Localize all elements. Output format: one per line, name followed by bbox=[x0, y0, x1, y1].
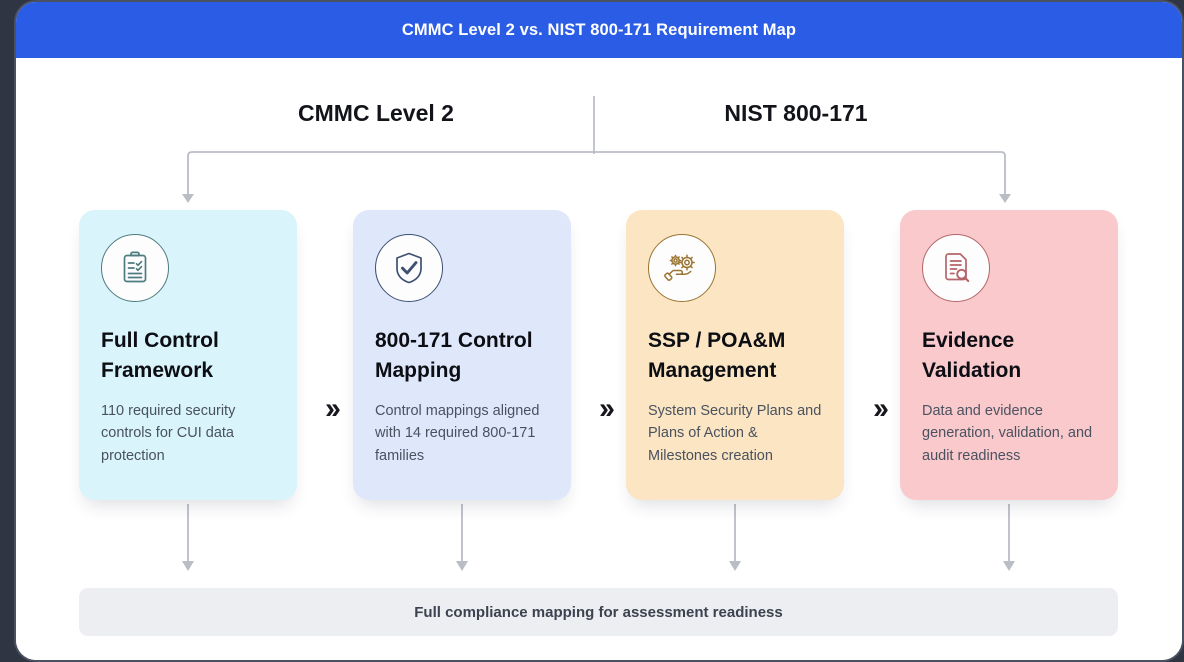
card-description: System Security Plans and Plans of Actio… bbox=[648, 402, 822, 464]
summary-banner-text: Full compliance mapping for assessment r… bbox=[414, 603, 783, 621]
page-title: CMMC Level 2 vs. NIST 800-171 Requiremen… bbox=[401, 20, 797, 39]
chevron-separator-3: ›› bbox=[873, 392, 889, 425]
shield-check-icon bbox=[375, 234, 443, 302]
chevron-separator-1: ›› bbox=[325, 392, 341, 425]
hand-gears-icon bbox=[648, 234, 716, 302]
card-description: Data and evidence generation, validation… bbox=[922, 402, 1093, 464]
clipboard-checklist-icon bbox=[101, 234, 169, 302]
card-description: 110 required security controls for CUI d… bbox=[101, 402, 236, 464]
card-title: Evidence Validation bbox=[922, 329, 1022, 382]
title-bar: CMMC Level 2 vs. NIST 800-171 Requiremen… bbox=[16, 2, 1182, 58]
card-title: 800-171 Control Mapping bbox=[375, 329, 533, 382]
document-search-icon bbox=[922, 234, 990, 302]
chevron-separator-2: ›› bbox=[599, 392, 615, 425]
card-full-control-framework[interactable]: Full Control Framework 110 required secu… bbox=[79, 210, 297, 500]
card-ssp-poam-management[interactable]: SSP / POA&M Management System Security P… bbox=[626, 210, 844, 500]
section-label-nist: NIST 800-171 bbox=[724, 100, 868, 126]
section-label-cmmc: CMMC Level 2 bbox=[298, 100, 454, 126]
card-description: Control mappings aligned with 14 require… bbox=[375, 402, 540, 464]
card-evidence-validation[interactable]: Evidence Validation Data and evidence ge… bbox=[900, 210, 1118, 500]
cards-row: Full Control Framework 110 required secu… bbox=[16, 210, 1182, 500]
card-800-171-control-mapping[interactable]: 800-171 Control Mapping Control mappings… bbox=[353, 210, 571, 500]
diagram-canvas: CMMC Level 2 NIST 800-171 bbox=[16, 58, 1182, 660]
card-title: SSP / POA&M Management bbox=[648, 329, 786, 382]
device-frame: CMMC Level 2 vs. NIST 800-171 Requiremen… bbox=[16, 2, 1182, 660]
card-title: Full Control Framework bbox=[101, 329, 219, 382]
summary-banner: Full compliance mapping for assessment r… bbox=[79, 588, 1118, 636]
section-divider bbox=[593, 96, 595, 154]
